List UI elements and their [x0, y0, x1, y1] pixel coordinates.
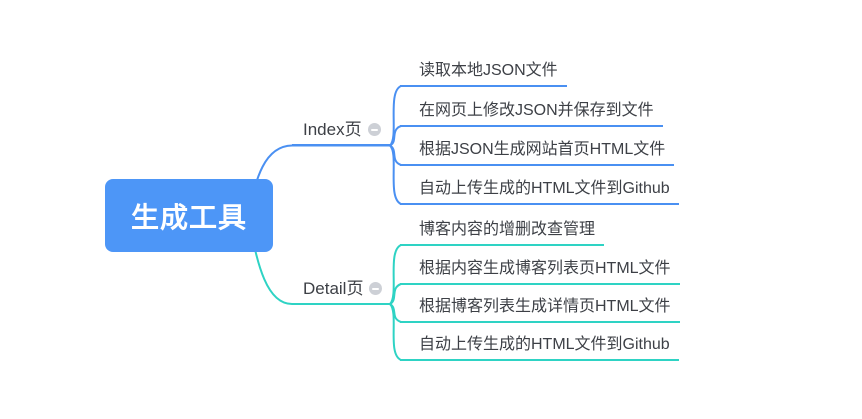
leaf-connector-line: [389, 244, 402, 305]
leaf-node[interactable]: 读取本地JSON文件: [400, 58, 567, 87]
branch-node-index[interactable]: Index页: [292, 117, 390, 146]
leaf-node[interactable]: 博客内容的增删改查管理: [400, 217, 605, 246]
root-node-label: 生成工具: [130, 201, 247, 233]
leaf-node[interactable]: 自动上传生成的HTML文件到Github: [400, 332, 679, 361]
leaf-connector-line: [389, 125, 402, 147]
leaf-node[interactable]: 根据内容生成博客列表页HTML文件: [400, 256, 680, 285]
leaf-connector-line: [389, 283, 402, 305]
leaf-connector-line: [389, 85, 402, 147]
leaf-node[interactable]: 在网页上修改JSON并保存到文件: [400, 98, 663, 127]
collapse-minus-icon[interactable]: [367, 123, 381, 136]
collapse-minus-icon[interactable]: [369, 282, 383, 295]
leaf-connector-line: [389, 303, 402, 361]
root-node[interactable]: 生成工具: [105, 179, 273, 252]
leaf-node[interactable]: 根据JSON生成网站首页HTML文件: [400, 137, 675, 166]
leaf-node[interactable]: 根据博客列表生成详情页HTML文件: [400, 294, 680, 323]
leaf-node[interactable]: 自动上传生成的HTML文件到Github: [400, 176, 679, 205]
branch-node-detail[interactable]: Detail页: [292, 276, 390, 305]
branch-node-label: Index页: [303, 120, 362, 139]
branch-node-label: Detail页: [303, 279, 364, 298]
leaf-connector-line: [389, 144, 402, 205]
